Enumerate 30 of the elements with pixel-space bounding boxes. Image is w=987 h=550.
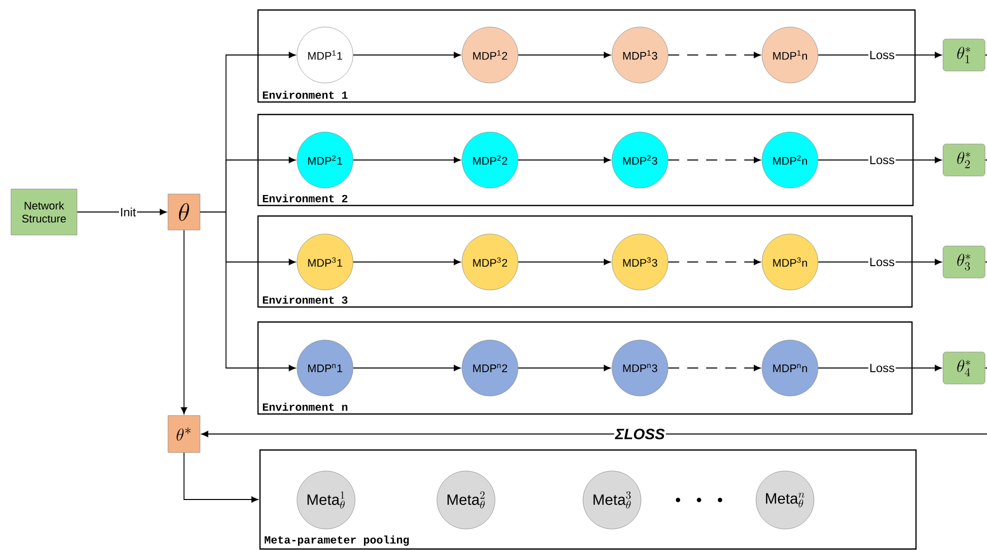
edge-label: Loss — [868, 362, 896, 374]
arrow — [668, 364, 761, 372]
edge-label: Loss — [868, 50, 896, 60]
arrow — [518, 156, 611, 164]
arrow — [352, 52, 461, 58]
result-box: $\theta_{4}^{*}$ — [942, 352, 986, 384]
edge-label: ΣLOSS — [614, 428, 666, 440]
arrow — [518, 52, 611, 58]
parameter-box: $\theta^{*}$ — [168, 415, 200, 453]
network-box: Network Structure — [10, 188, 78, 236]
result-box: $\theta_{1}^{*}$ — [942, 38, 986, 72]
edge-label: Init — [119, 206, 137, 218]
arrow — [518, 364, 611, 372]
arrow — [184, 452, 258, 503]
arrow — [180, 230, 188, 414]
arrow — [200, 212, 296, 372]
parameter-box: $\theta$ — [168, 194, 200, 230]
arrow — [201, 430, 987, 438]
edge-label: Loss — [868, 154, 896, 166]
edge-label: Loss — [868, 256, 896, 268]
arrow — [352, 258, 461, 266]
arrow — [352, 364, 461, 372]
arrow — [668, 258, 761, 266]
arrow — [76, 208, 167, 216]
result-box: $\theta_{3}^{*}$ — [942, 246, 986, 278]
result-box: $\theta_{2}^{*}$ — [942, 144, 986, 176]
arrow — [518, 258, 611, 266]
arrow — [668, 156, 761, 164]
arrow — [668, 52, 761, 58]
arrow — [352, 156, 461, 164]
